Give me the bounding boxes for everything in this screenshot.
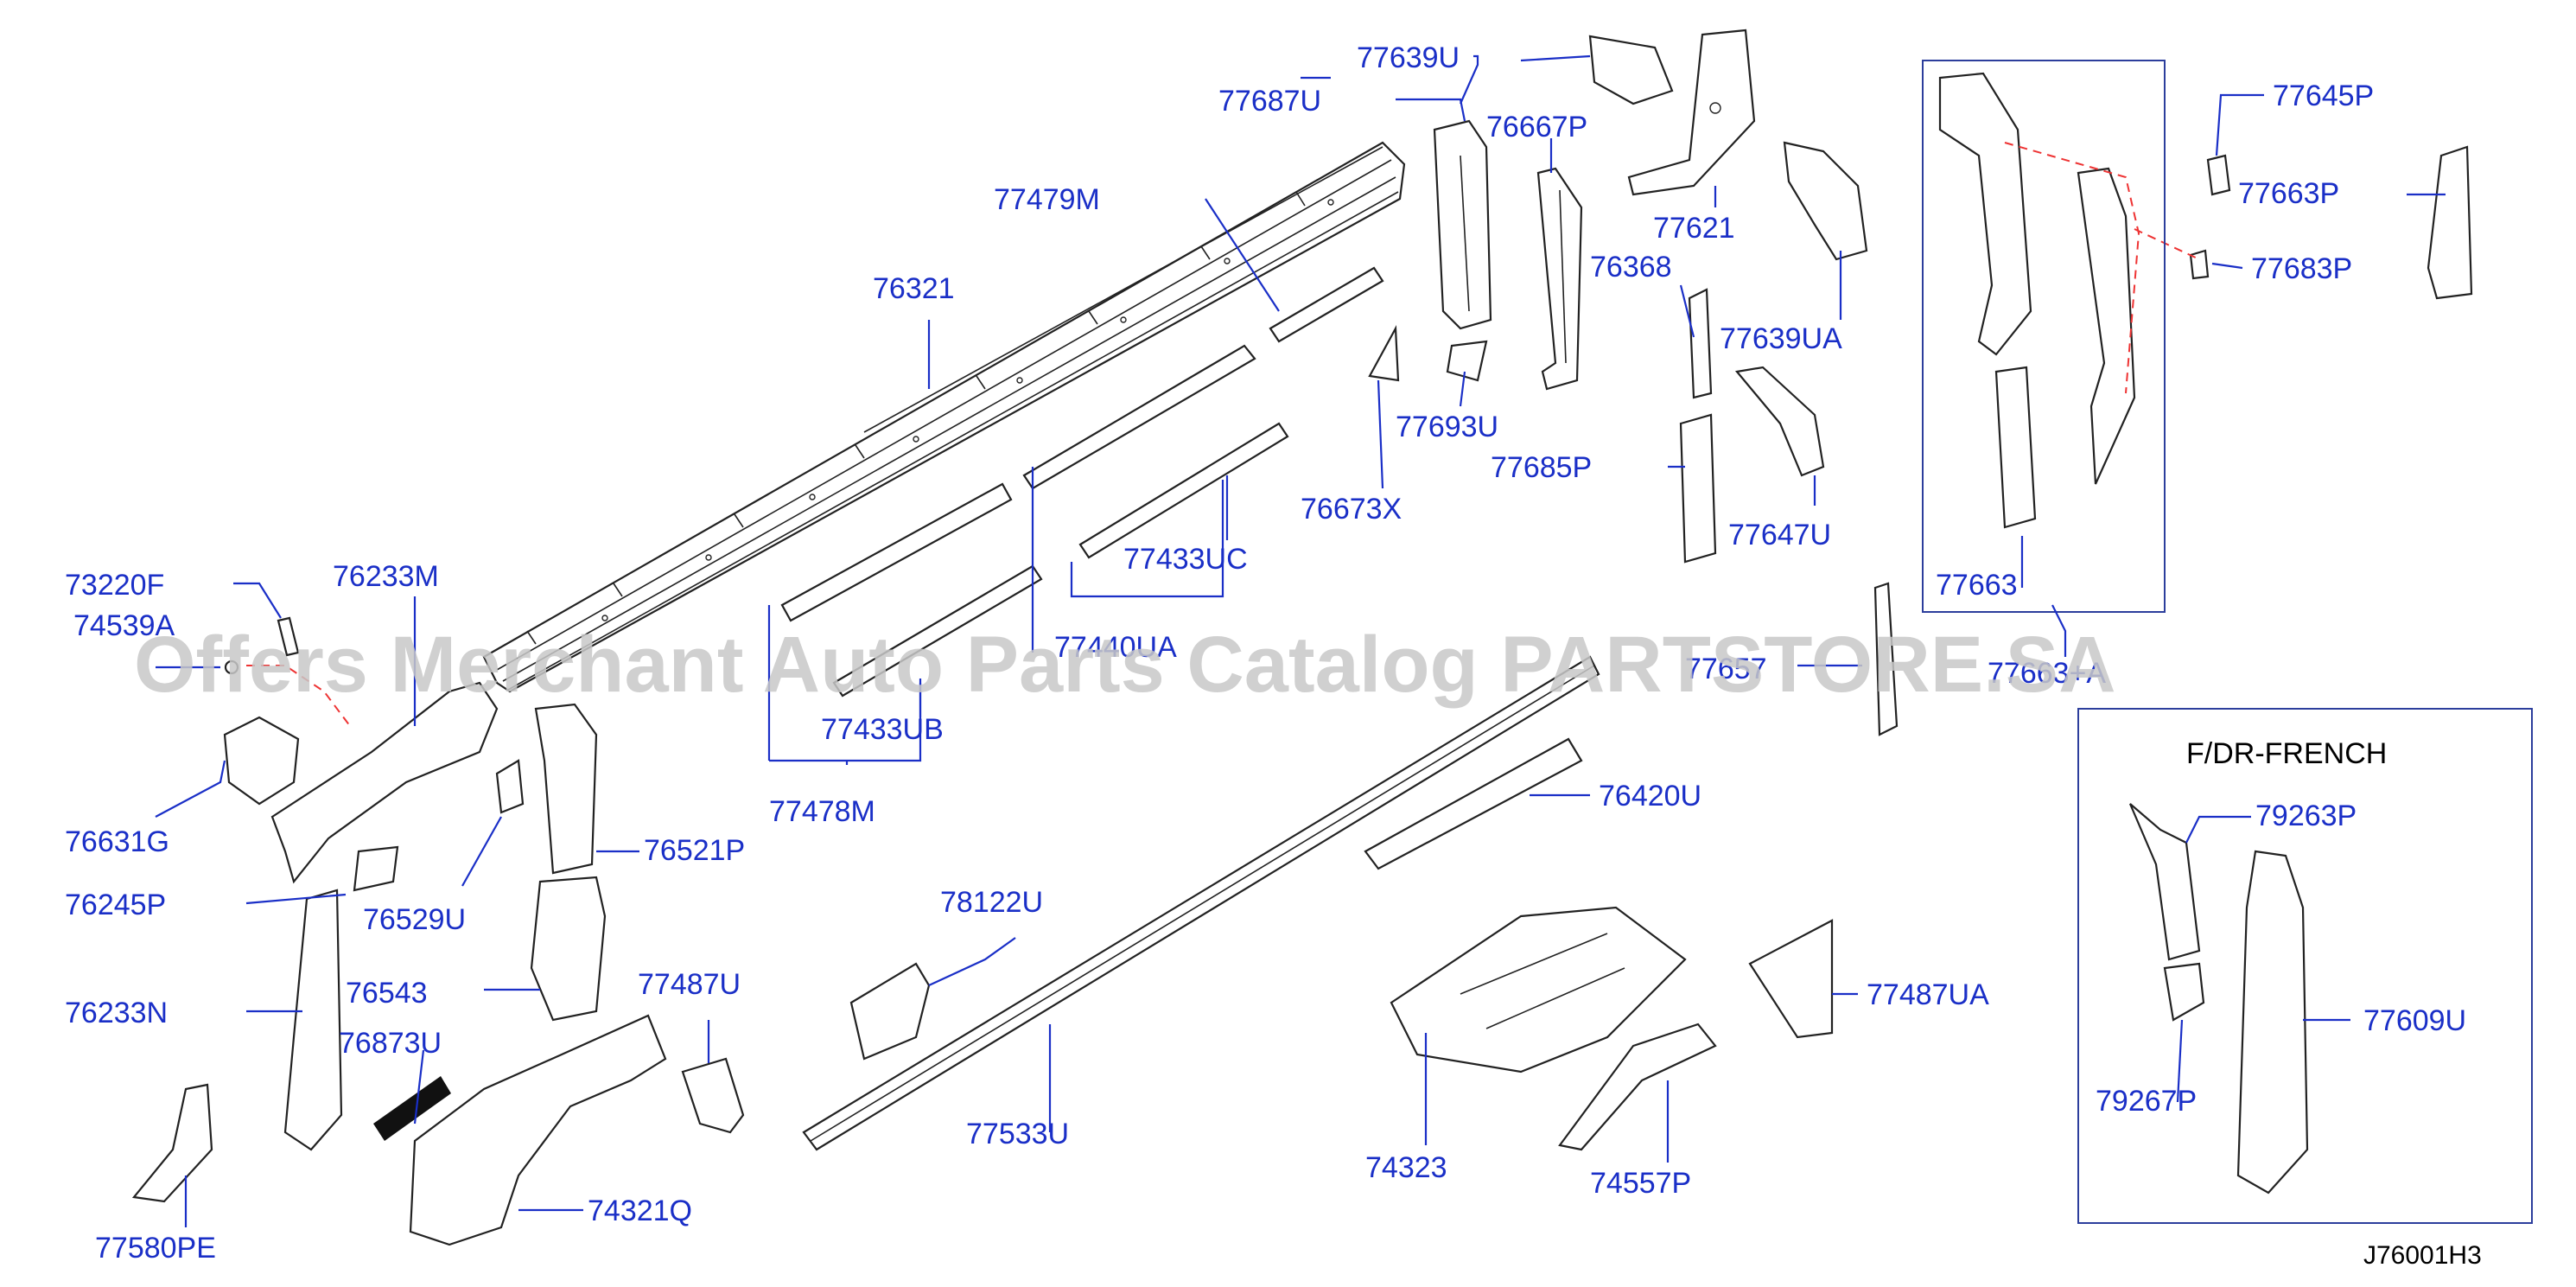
label-74321q[interactable]: 74321Q <box>588 1195 692 1227</box>
label-77478m[interactable]: 77478M <box>769 795 875 828</box>
label-77647u[interactable]: 77647U <box>1728 519 1831 551</box>
part-78122u <box>849 962 931 1061</box>
label-74557p[interactable]: 74557P <box>1590 1167 1691 1200</box>
part-74323 <box>1390 906 1687 1074</box>
part-77440ua <box>1022 344 1256 490</box>
part-77693u <box>1446 340 1488 382</box>
inset-title: F/DR-FRENCH <box>2186 737 2387 770</box>
part-74539a <box>224 659 239 675</box>
label-79263p[interactable]: 79263P <box>2255 800 2357 832</box>
label-77533u[interactable]: 77533U <box>966 1118 1069 1150</box>
label-77609u[interactable]: 77609U <box>2363 1004 2466 1037</box>
part-77487u <box>681 1057 745 1134</box>
label-77663a[interactable]: 77663+A <box>1988 657 2106 690</box>
label-76233m[interactable]: 76233M <box>333 560 439 593</box>
diagram-code: J76001H3 <box>2363 1241 2482 1270</box>
label-76529u[interactable]: 76529U <box>363 903 466 936</box>
part-77685p <box>1679 413 1717 564</box>
label-77433ub[interactable]: 77433UB <box>821 713 944 746</box>
label-77433uc[interactable]: 77433UC <box>1123 543 1248 576</box>
part-76521p <box>534 703 598 875</box>
label-77687u[interactable]: 77687U <box>1218 85 1321 118</box>
part-76245p <box>353 845 399 892</box>
label-76245p[interactable]: 76245P <box>65 889 166 921</box>
watermark: Offers Merchant Auto Parts Catalog PARTS… <box>134 621 2116 709</box>
part-77683p <box>2189 249 2210 280</box>
part-76368 <box>1688 288 1713 399</box>
part-77639ua <box>1783 141 1868 261</box>
label-76233n[interactable]: 76233N <box>65 997 168 1029</box>
label-77639ua[interactable]: 77639UA <box>1720 322 1842 355</box>
part-76321-roof-rail <box>482 141 1406 693</box>
part-76631g <box>223 716 300 806</box>
part-labels: 77639U 77687U 76667P 77645P 77479M 77663… <box>65 41 2482 1270</box>
part-76673x <box>1368 325 1400 382</box>
label-78122u[interactable]: 78122U <box>940 886 1043 919</box>
label-76667p[interactable]: 76667P <box>1486 111 1587 143</box>
part-77487ua <box>1748 919 1834 1039</box>
part-74321q <box>409 1014 667 1246</box>
part-77433ub <box>832 564 1043 698</box>
label-77487u[interactable]: 77487U <box>638 968 741 1001</box>
label-77639u[interactable]: 77639U <box>1357 41 1460 74</box>
label-76543[interactable]: 76543 <box>346 977 428 1010</box>
part-74557p <box>1558 1023 1717 1151</box>
label-77479m[interactable]: 77479M <box>994 183 1100 216</box>
part-73220f <box>277 616 300 657</box>
label-77663p[interactable]: 77663P <box>2238 177 2339 210</box>
label-76321[interactable]: 76321 <box>873 272 955 305</box>
leader-lines <box>155 54 2446 1227</box>
part-77647u <box>1734 366 1825 477</box>
frame-french-door-inset <box>2077 708 2533 1224</box>
part-77663p <box>2427 145 2473 300</box>
part-77657 <box>1873 582 1899 736</box>
part-79263p <box>2128 803 2201 961</box>
label-74323[interactable]: 74323 <box>1365 1151 1447 1184</box>
label-76521p[interactable]: 76521P <box>644 834 745 867</box>
part-77478m <box>780 482 1013 622</box>
label-76420u[interactable]: 76420U <box>1599 780 1701 812</box>
label-76873u[interactable]: 76873U <box>339 1027 442 1060</box>
label-76368[interactable]: 76368 <box>1590 251 1672 284</box>
label-77693u[interactable]: 77693U <box>1396 411 1498 443</box>
part-77580pe <box>131 1083 213 1203</box>
part-76529u <box>495 759 525 814</box>
part-77621 <box>1627 29 1756 196</box>
part-76420u <box>1364 737 1583 870</box>
part-77479m <box>1269 266 1384 343</box>
leader-77639u-outer <box>1459 54 1479 105</box>
label-77621[interactable]: 77621 <box>1653 212 1735 245</box>
part-77609u <box>2236 850 2309 1195</box>
label-74539a[interactable]: 74539A <box>73 609 175 642</box>
part-77687u <box>1433 119 1492 330</box>
part-76667p <box>1536 167 1583 391</box>
label-77657[interactable]: 77657 <box>1685 653 1767 685</box>
part-drawings <box>131 29 2473 1246</box>
label-77580pe[interactable]: 77580PE <box>95 1232 216 1265</box>
label-76673x[interactable]: 76673X <box>1301 493 1402 526</box>
part-76233m <box>270 681 499 884</box>
part-77433uc <box>1078 422 1289 559</box>
part-77663-group <box>1938 72 2140 529</box>
part-76233n <box>283 889 343 1151</box>
part-79267p <box>2163 962 2205 1022</box>
label-77683p[interactable]: 77683P <box>2251 252 2352 285</box>
part-76543 <box>530 876 607 1022</box>
label-73220f[interactable]: 73220F <box>65 569 164 602</box>
label-76631g[interactable]: 76631G <box>65 825 169 858</box>
label-79267p[interactable]: 79267P <box>2096 1085 2197 1118</box>
label-77440ua[interactable]: 77440UA <box>1054 631 1177 664</box>
part-76873u <box>373 1076 451 1141</box>
part-77645p <box>2206 154 2231 196</box>
frame-77663-group <box>1922 60 2166 613</box>
label-77645p[interactable]: 77645P <box>2273 80 2374 112</box>
label-77663[interactable]: 77663 <box>1936 569 2018 602</box>
part-77639u <box>1588 35 1674 105</box>
label-77487ua[interactable]: 77487UA <box>1867 978 1989 1011</box>
label-77685p[interactable]: 77685P <box>1491 451 1592 484</box>
